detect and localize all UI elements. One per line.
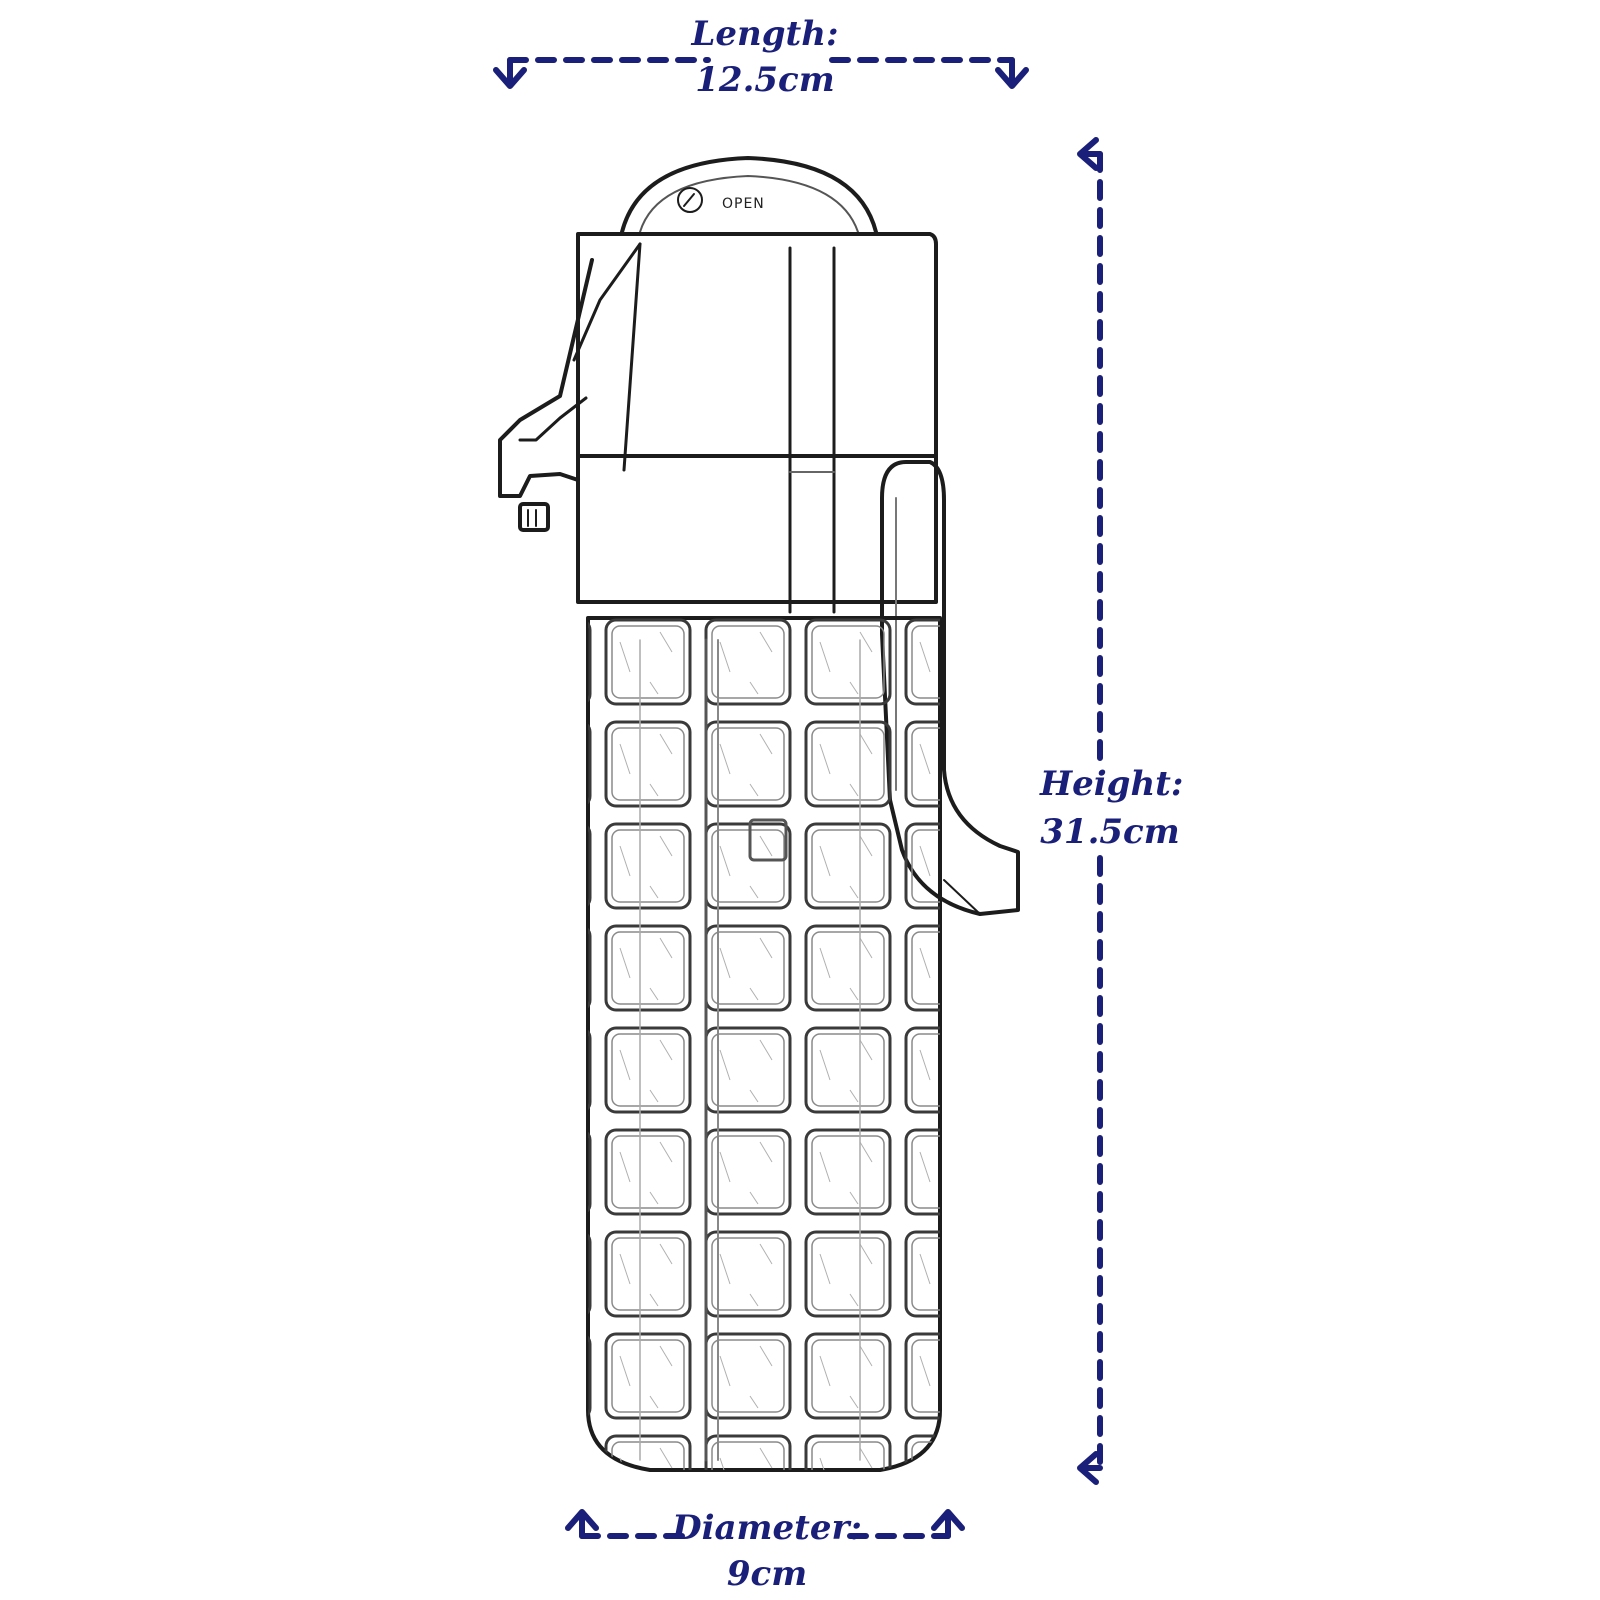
bottle-cap: OPEN	[620, 156, 878, 234]
diameter-arrow	[565, 1509, 965, 1539]
height-value: 31.5cm	[1040, 812, 1180, 852]
height-label: Height:	[1040, 764, 1184, 804]
dimension-lines	[493, 57, 1103, 1539]
length-label: Length:	[691, 14, 839, 54]
diameter-label: Diameter:	[672, 1508, 862, 1548]
length-arrow	[493, 57, 1029, 89]
pump-head	[572, 232, 938, 614]
height-arrow	[1077, 137, 1103, 1485]
bottle-body	[586, 616, 942, 1472]
length-value: 12.5cm	[695, 60, 835, 100]
open-marking: OPEN	[677, 187, 765, 213]
bottle-illustration: OPEN	[498, 156, 1020, 1472]
spray-nozzle	[498, 258, 594, 532]
cap-open-text: OPEN	[722, 196, 765, 212]
diameter-value: 9cm	[726, 1554, 808, 1594]
